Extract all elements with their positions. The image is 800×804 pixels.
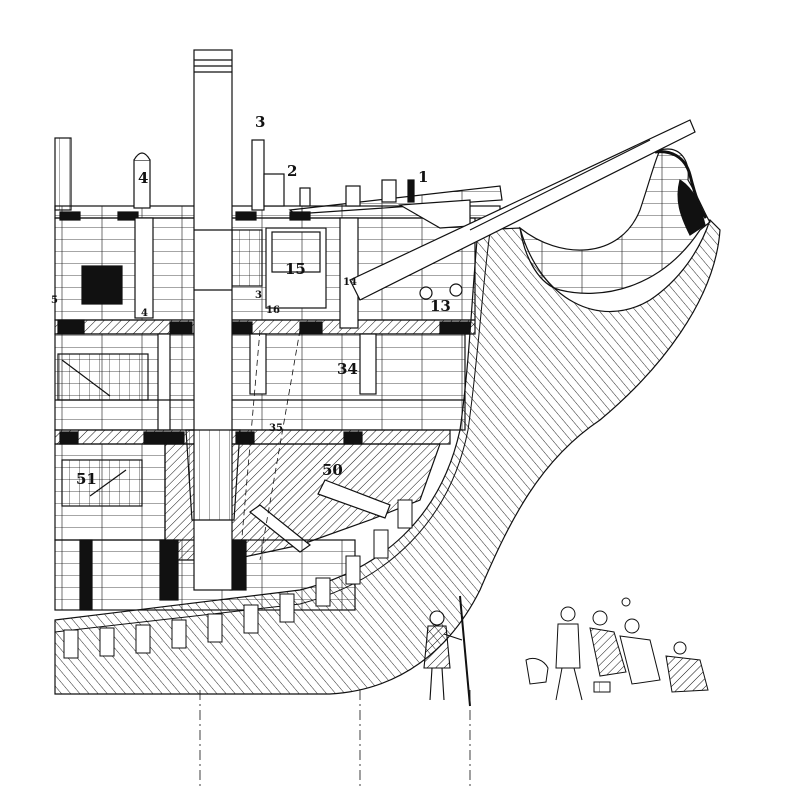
group-figures bbox=[525, 597, 709, 701]
callout-35: 35 bbox=[269, 423, 283, 434]
deck-beam-1 bbox=[54, 319, 476, 335]
callout-3-top: 3 bbox=[255, 113, 266, 131]
callout-15: 15 bbox=[285, 260, 306, 278]
callout-14: 14 bbox=[343, 277, 357, 288]
callout-50: 50 bbox=[322, 461, 343, 479]
callout-13: 13 bbox=[430, 297, 451, 315]
callout-5: 5 bbox=[51, 295, 58, 306]
callout-16: 16 bbox=[266, 305, 280, 316]
bowsprit bbox=[349, 119, 696, 301]
hull-stem bbox=[54, 218, 721, 695]
callout-3-lower: 3 bbox=[255, 290, 262, 301]
callout-4-top: 4 bbox=[138, 169, 149, 187]
porthole bbox=[419, 286, 433, 300]
gun-port bbox=[81, 265, 123, 305]
callout-4-lower: 4 bbox=[141, 308, 148, 319]
callout-1: 1 bbox=[418, 168, 429, 186]
crate-51 bbox=[61, 459, 143, 507]
callout-34: 34 bbox=[337, 360, 358, 378]
hull-frames bbox=[63, 499, 413, 659]
callout-2: 2 bbox=[287, 162, 298, 180]
hatch-crate bbox=[57, 353, 149, 401]
dog bbox=[525, 657, 549, 685]
callout-51: 51 bbox=[76, 470, 97, 488]
standing-figure bbox=[423, 595, 471, 707]
porthole bbox=[449, 283, 463, 297]
